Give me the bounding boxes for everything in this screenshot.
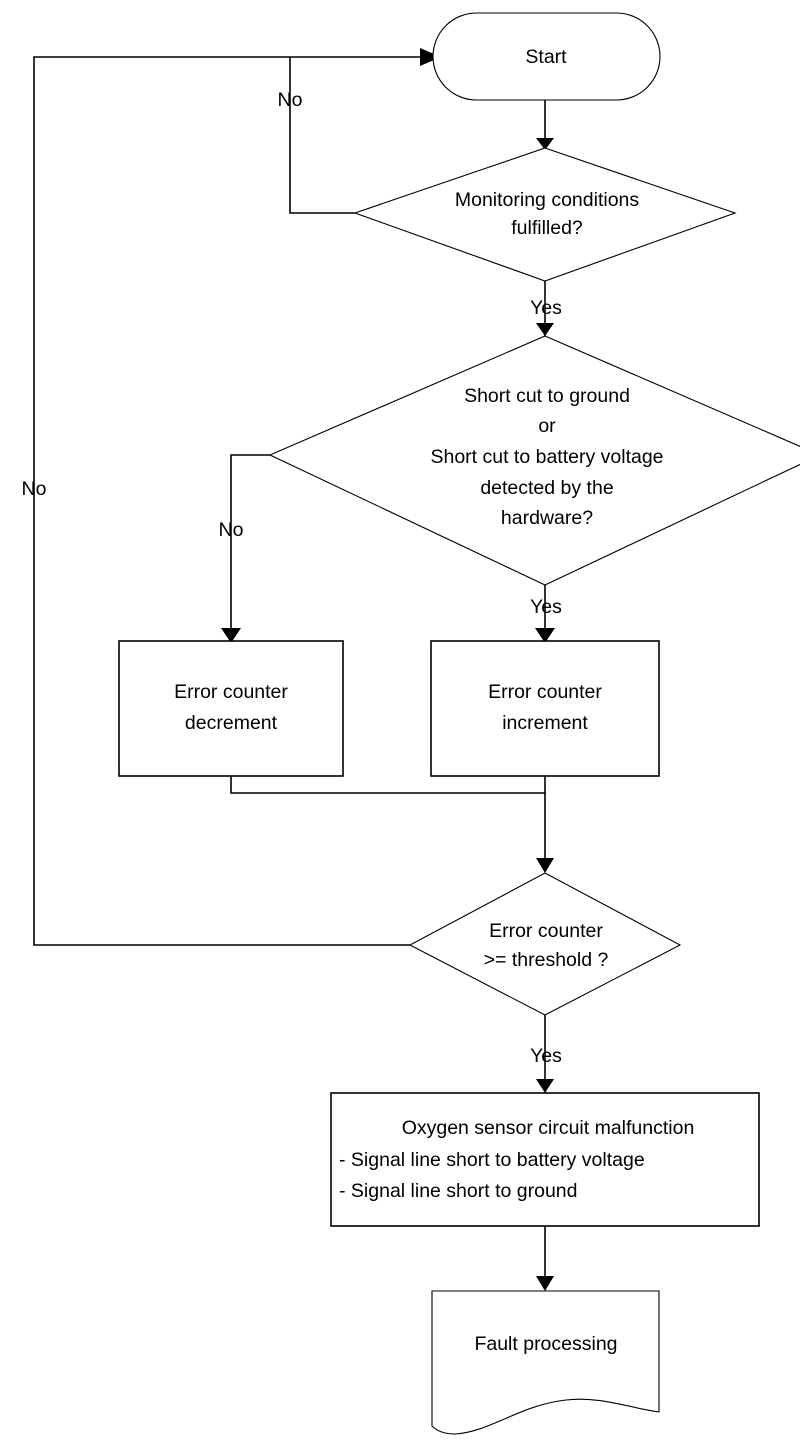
malfunction-line-2: - Signal line short to battery voltage [339, 1149, 645, 1171]
monitoring-conditions-line-2: fulfilled? [511, 217, 583, 239]
edge-shortcut-yes-to-increment [535, 585, 555, 643]
malfunction-line-3: - Signal line short to ground [339, 1180, 577, 1202]
edge-label-threshold-no: No [22, 478, 47, 500]
counter-increment-line-2: increment [502, 712, 588, 734]
malfunction-line-1: Oxygen sensor circuit malfunction [402, 1117, 695, 1139]
threshold-check-line-2: >= threshold ? [484, 949, 609, 971]
edge-counters-to-threshold [230, 776, 554, 873]
counter-decrement-shape [118, 640, 344, 777]
start-label: Start [525, 46, 567, 68]
arrowhead-into-monitoring [536, 138, 554, 150]
edge-label-monitoring-no: No [278, 89, 303, 111]
edge-monitoring-no-to-start [289, 57, 355, 214]
node-counter-decrement[interactable]: Error counter decrement [118, 640, 344, 777]
edge-threshold-no-to-start [33, 48, 441, 946]
edge-threshold-yes-to-malfunction [536, 1015, 554, 1093]
node-counter-increment[interactable]: Error counter increment [430, 640, 660, 777]
arrowhead-into-fault-processing [536, 1276, 554, 1291]
edge-label-monitoring-yes: Yes [530, 297, 562, 319]
threshold-check-line-1: Error counter [489, 920, 603, 942]
edge-label-threshold-yes: Yes [530, 1045, 562, 1067]
edge-start-to-monitoring [536, 100, 554, 150]
node-fault-processing[interactable]: Fault processing [431, 1290, 660, 1435]
short-cut-detect-line-5: hardware? [501, 507, 593, 529]
edge-malfunction-to-fault-processing [536, 1226, 554, 1291]
short-cut-detect-line-4: detected by the [480, 477, 613, 499]
edge-monitoring-yes-to-shortcut [536, 281, 554, 336]
monitoring-conditions-line-1: Monitoring conditions [455, 189, 640, 211]
edge-label-shortcut-no: No [219, 519, 244, 541]
short-cut-detect-line-1: Short cut to ground [464, 385, 630, 407]
arrowhead-into-threshold [536, 858, 554, 873]
fault-processing-label: Fault processing [474, 1333, 617, 1355]
short-cut-detect-line-3: Short cut to battery voltage [430, 446, 663, 468]
short-cut-detect-shape [268, 335, 800, 586]
counter-decrement-line-2: decrement [185, 712, 278, 734]
node-start[interactable]: Start [432, 12, 661, 101]
node-malfunction[interactable]: Oxygen sensor circuit malfunction - Sign… [330, 1092, 760, 1227]
threshold-check-shape [408, 872, 682, 1016]
arrowhead-into-decrement [221, 628, 241, 643]
short-cut-detect-line-2: or [538, 415, 556, 437]
arrowhead-into-shortcut [536, 323, 554, 336]
edge-label-shortcut-yes: Yes [530, 596, 562, 618]
fault-processing-shape [431, 1290, 660, 1435]
arrowhead-into-malfunction [536, 1079, 554, 1093]
monitoring-conditions-shape [353, 147, 737, 282]
edge-shortcut-no-to-decrement [221, 454, 270, 643]
counter-increment-line-1: Error counter [488, 681, 602, 703]
node-threshold-check[interactable]: Error counter >= threshold ? [408, 872, 682, 1016]
arrowhead-into-start [420, 48, 441, 66]
start-shape [432, 12, 661, 101]
counter-increment-shape [430, 640, 660, 777]
node-short-cut-detect[interactable]: Short cut to ground or Short cut to batt… [268, 335, 800, 586]
counter-decrement-line-1: Error counter [174, 681, 288, 703]
malfunction-shape [330, 1092, 760, 1227]
node-monitoring-conditions[interactable]: Monitoring conditions fulfilled? [353, 147, 737, 282]
arrowhead-into-increment [535, 628, 555, 643]
